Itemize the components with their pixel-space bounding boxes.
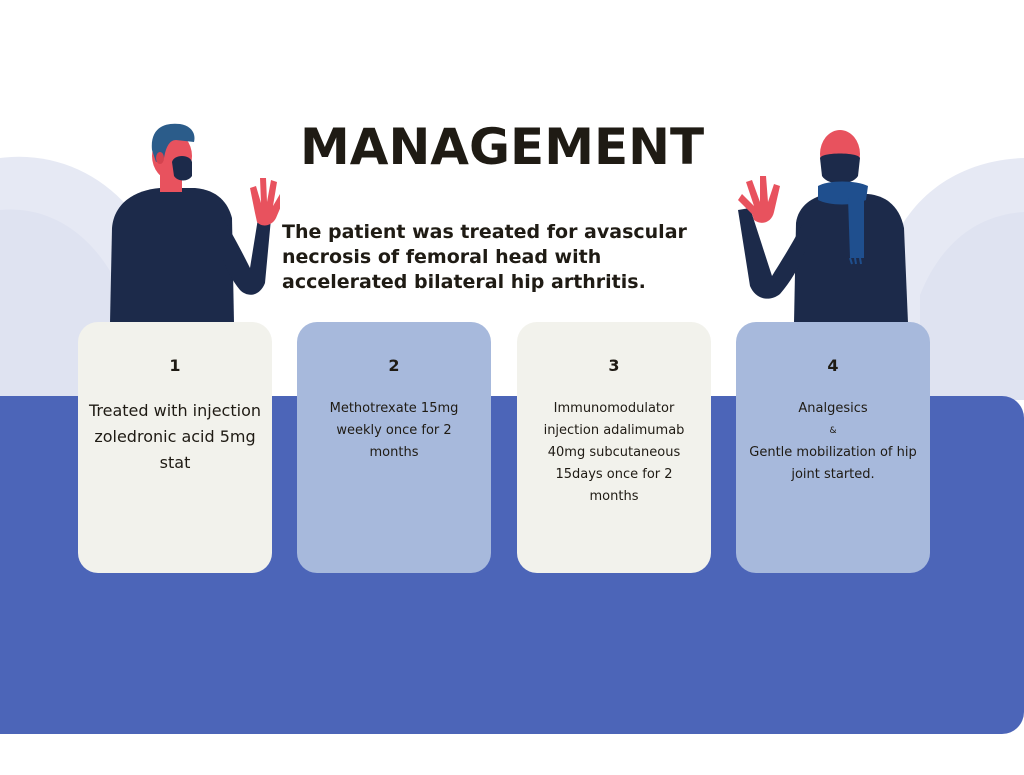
intro-text: The patient was treated for avascular ne… [282,221,687,293]
management-card-2: 2 Methotrexate 15mg weekly once for 2 mo… [297,322,491,573]
management-card-4: 4 Analgesics & Gentle mobilization of hi… [736,322,930,573]
card-text: Methotrexate 15mg weekly once for 2 mont… [329,401,459,460]
card-number: 1 [169,356,181,375]
card-text-line1: Analgesics [798,401,868,416]
card-number: 3 [608,356,620,375]
card-text-line2: Gentle mobilization of hip joint started… [749,445,917,482]
card-text: Immunomodulator injection adalimumab 40m… [543,401,685,504]
card-number: 2 [388,356,400,375]
management-card-1: 1 Treated with injection zoledronic acid… [78,322,272,573]
right-wave-inner [920,212,1024,400]
card-text: Treated with injection zoledronic acid 5… [88,401,261,472]
card-ampersand: & [829,426,837,436]
management-card-3: 3 Immunomodulator injection adalimumab 4… [517,322,711,573]
right-person-illustration [738,130,908,323]
card-number: 4 [827,356,839,375]
page-title: MANAGEMENT [300,118,705,176]
left-person-illustration [110,123,280,323]
